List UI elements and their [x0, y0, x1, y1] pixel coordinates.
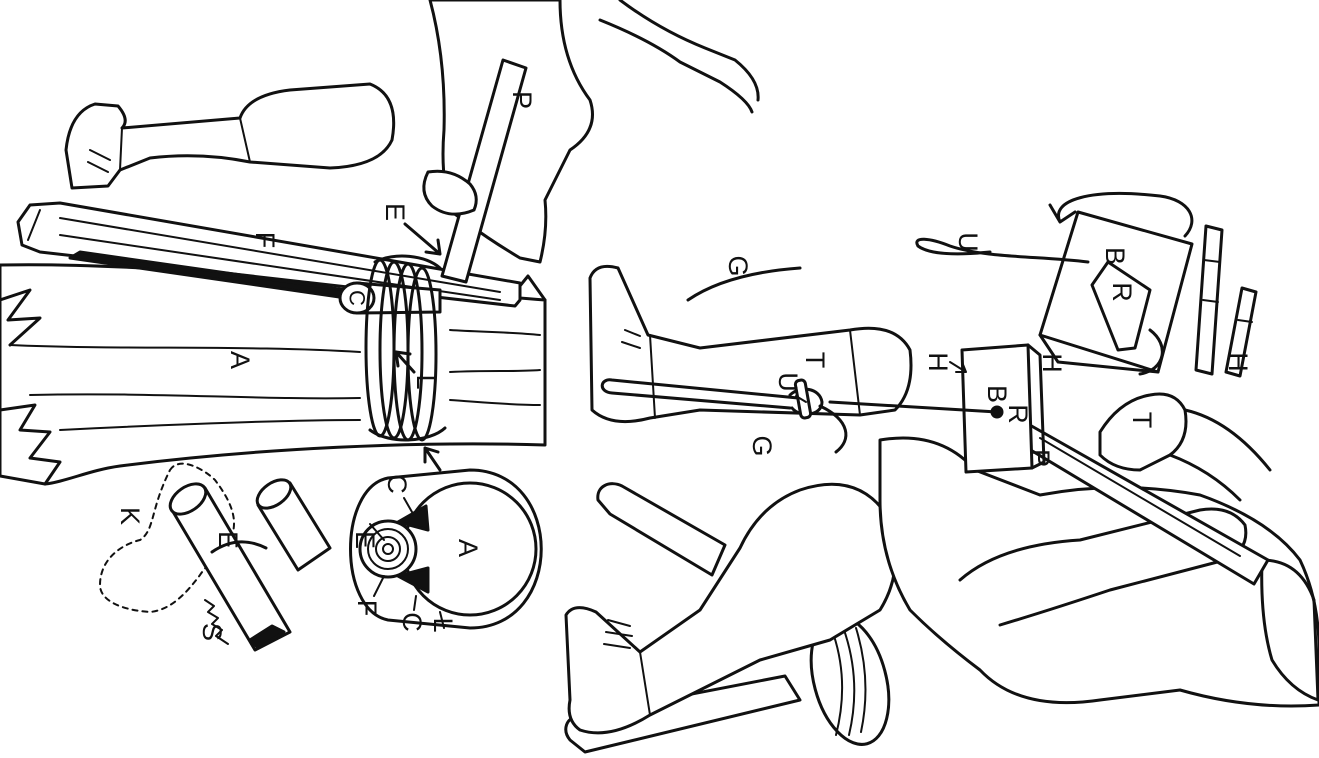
- label-right-t-toggle: T: [800, 352, 830, 369]
- block-r-upper: [1090, 260, 1152, 352]
- label-log-scene-f: F: [250, 232, 280, 249]
- arrow-l: [394, 350, 416, 374]
- label-right-b-lower: B: [982, 385, 1012, 403]
- standing-coat: [598, 0, 760, 114]
- cord-u: [915, 237, 1090, 264]
- pole-p-grain: [1039, 437, 1241, 557]
- label-section-l: L: [428, 617, 458, 632]
- section-stick-ring: [382, 543, 394, 555]
- label-right-g-lower: G: [747, 435, 777, 456]
- section-chock-bottom: [396, 566, 430, 594]
- standing-leg-cuff: [87, 117, 251, 173]
- piece-long-end: [168, 482, 208, 516]
- label-pieces-e: E: [213, 531, 243, 549]
- label-section-e: E: [350, 531, 380, 549]
- cord-g-lower: [818, 404, 848, 454]
- rope-l-knot: [368, 254, 447, 442]
- direction-arrow: [423, 446, 442, 472]
- label-right-r-lower: R: [1003, 404, 1033, 424]
- label-right-u-top: U: [953, 232, 983, 252]
- rotation-arrow: [1048, 192, 1194, 376]
- seated-leg-upper: [588, 264, 913, 424]
- label-right-u-knot: U: [773, 372, 803, 392]
- piece-short-end: [255, 478, 293, 510]
- label-right-h-sticks: H: [1223, 352, 1253, 372]
- arrow-u: [795, 395, 807, 403]
- label-right-b-top: B: [1100, 247, 1130, 265]
- section-arrows: [369, 497, 445, 629]
- shoe-laces-lower: [603, 619, 651, 716]
- label-right-t-hand: T: [1127, 412, 1157, 429]
- cross-section: [349, 446, 543, 630]
- label-log-scene-l: L: [411, 374, 441, 389]
- toggle-t: [793, 378, 813, 420]
- arrow-h: [949, 361, 967, 373]
- section-rope: [349, 468, 543, 630]
- labels: P E F C A L K E S C E A F C L U B R G H …: [115, 91, 1253, 641]
- standing-leg-vertical: [428, 0, 594, 264]
- standing-leg-horizontal: [64, 82, 396, 190]
- label-pieces-k: K: [115, 507, 145, 525]
- seated-head: [1260, 558, 1319, 702]
- standing-hand: [422, 169, 478, 216]
- right-scene: [564, 192, 1319, 754]
- label-log-scene-c: C: [345, 290, 370, 306]
- label-log-scene-p: P: [507, 91, 537, 109]
- seated-hand-upper: [1098, 392, 1188, 472]
- wedge-cut: [210, 540, 268, 554]
- stick-h-right: [1224, 286, 1258, 378]
- label-section-a: A: [453, 539, 483, 557]
- block-b-lower-side: [1026, 343, 1046, 470]
- seated-leg-upper-lines: [621, 329, 861, 419]
- section-stick-ring: [375, 536, 401, 562]
- saw-teeth-s: [204, 599, 229, 645]
- outline-k: [99, 462, 235, 613]
- label-pieces-s: S: [197, 623, 227, 641]
- label-section-f: F: [352, 600, 382, 617]
- stump-rings: [831, 626, 867, 736]
- label-section-c-bottom: C: [397, 612, 427, 632]
- section-chock-top: [396, 504, 430, 532]
- arrow-e: [403, 222, 442, 256]
- label-right-h-arrow: H: [923, 352, 953, 372]
- label-right-g-top: G: [723, 255, 753, 276]
- section-stick-ring: [367, 528, 409, 570]
- seated-body: [878, 436, 1319, 708]
- block-b-upper-side: [1038, 333, 1160, 374]
- seated-forearm: [1168, 408, 1272, 502]
- cord-to-foot: [600, 378, 999, 414]
- log-bark-lines: [9, 329, 541, 431]
- stick-f: [16, 201, 522, 308]
- cut-pieces: [99, 462, 332, 652]
- leaning-pole: [596, 482, 727, 577]
- chock-c: [338, 281, 376, 315]
- log-scene: [0, 0, 760, 486]
- log-roots: [0, 288, 62, 486]
- piece-long-shadow: [248, 624, 286, 650]
- stick-h-notches: [1202, 259, 1253, 323]
- label-log-scene-a: A: [225, 351, 255, 369]
- cord-g-upper: [686, 266, 802, 302]
- label-right-h-block: H: [1037, 353, 1067, 373]
- label-section-c-top: C: [382, 474, 412, 494]
- label-log-scene-e: E: [380, 203, 410, 221]
- label-right-r-top: R: [1107, 282, 1137, 302]
- label-right-p: P: [1025, 449, 1055, 467]
- seated-arm: [958, 507, 1248, 627]
